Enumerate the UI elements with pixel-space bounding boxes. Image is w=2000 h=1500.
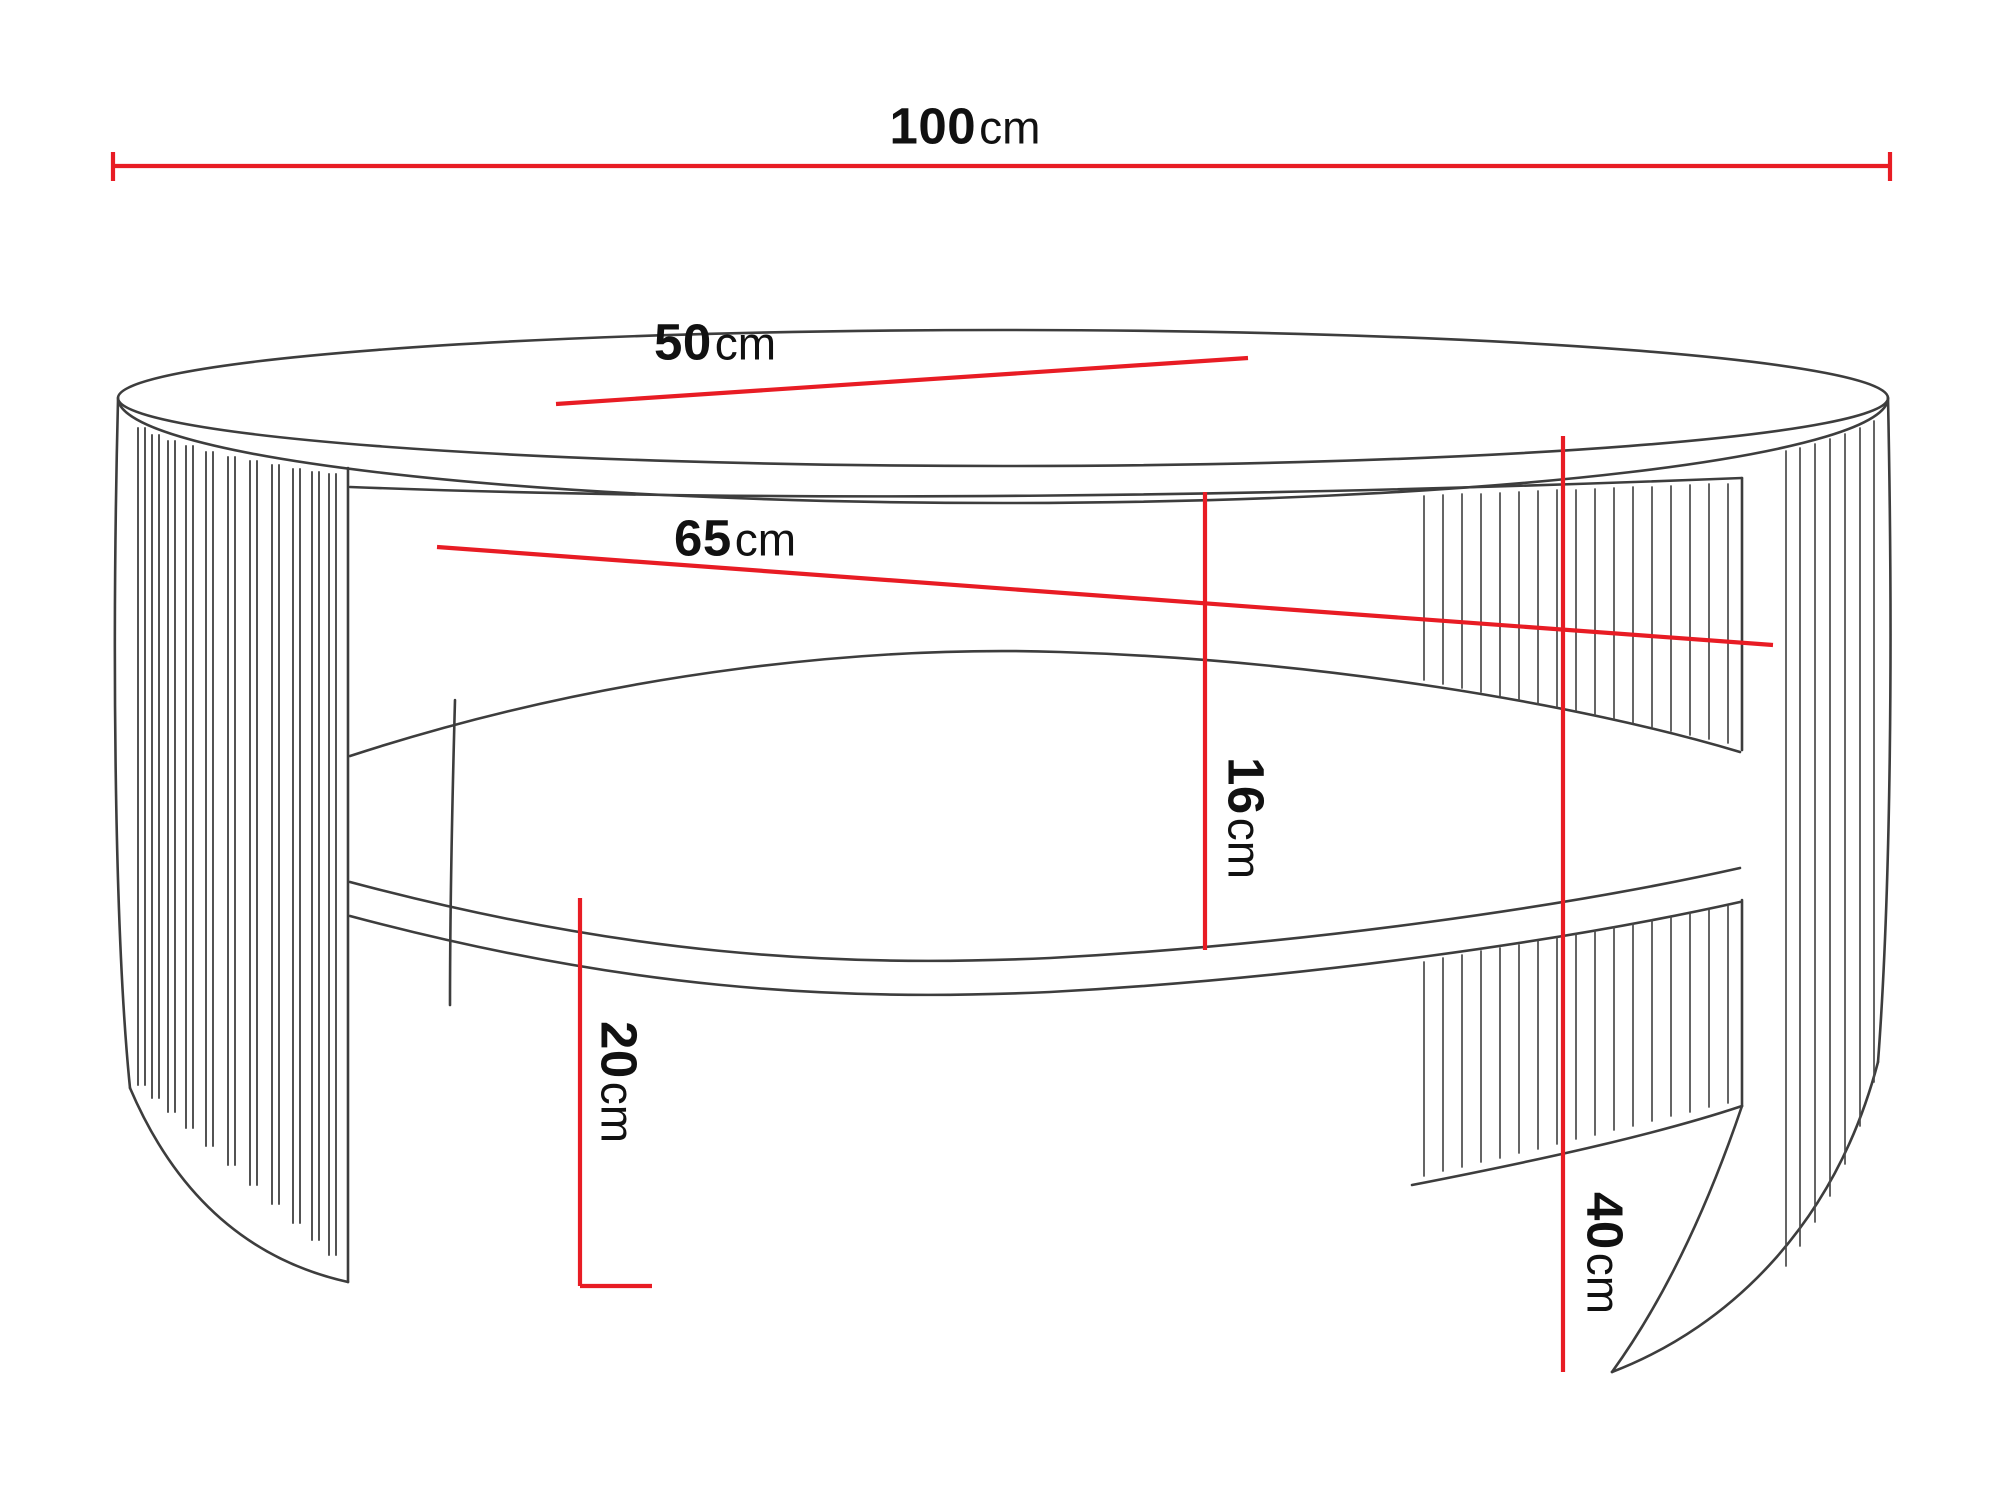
dimension-value: 16 (1217, 756, 1275, 815)
dimension-label-depth: 50 cm (654, 317, 776, 368)
dimension-label-width: 100 cm (890, 101, 1041, 152)
table-outline-group (113, 328, 1892, 1374)
dimension-value: 65 (673, 509, 732, 567)
tabletop (116, 328, 1890, 505)
dimension-lines (110, 152, 1893, 1372)
right-panel-outer-flute-lines (1785, 420, 1875, 1267)
dimension-value: 40 (1576, 1191, 1634, 1250)
dimension-value: 50 (653, 313, 712, 371)
dimension-line-shelf-width (436, 544, 1774, 648)
dimension-unit: cm (714, 317, 777, 370)
dimension-label-top-to-shelf: 16 cm (1217, 756, 1275, 880)
dimension-unit: cm (591, 1081, 644, 1144)
dimension-unit: cm (734, 513, 797, 566)
dimension-label-shelf-width: 65 cm (674, 513, 796, 564)
inner-back-edge (348, 476, 1744, 498)
dimension-unit: cm (1577, 1252, 1630, 1315)
right-panel (1410, 396, 1892, 1374)
dimension-label-shelf-clearance: 20 cm (590, 1020, 648, 1144)
dimension-line-width (110, 152, 1893, 181)
right-panel-lower-flute-lines (1423, 905, 1729, 1177)
right-panel-upper-flute-lines (1423, 483, 1729, 744)
dimension-label-height: 40 cm (1576, 1191, 1634, 1315)
dimension-unit: cm (979, 101, 1041, 154)
dimension-line-shelf-clearance (577, 898, 652, 1289)
shelf (348, 649, 1742, 997)
left-panel-flute-lines (137, 427, 337, 1256)
dimension-value: 100 (889, 97, 977, 155)
dimension-value: 20 (590, 1020, 648, 1079)
dimension-unit: cm (1218, 817, 1271, 880)
dimension-line-depth (555, 355, 1249, 407)
left-panel (113, 398, 457, 1284)
